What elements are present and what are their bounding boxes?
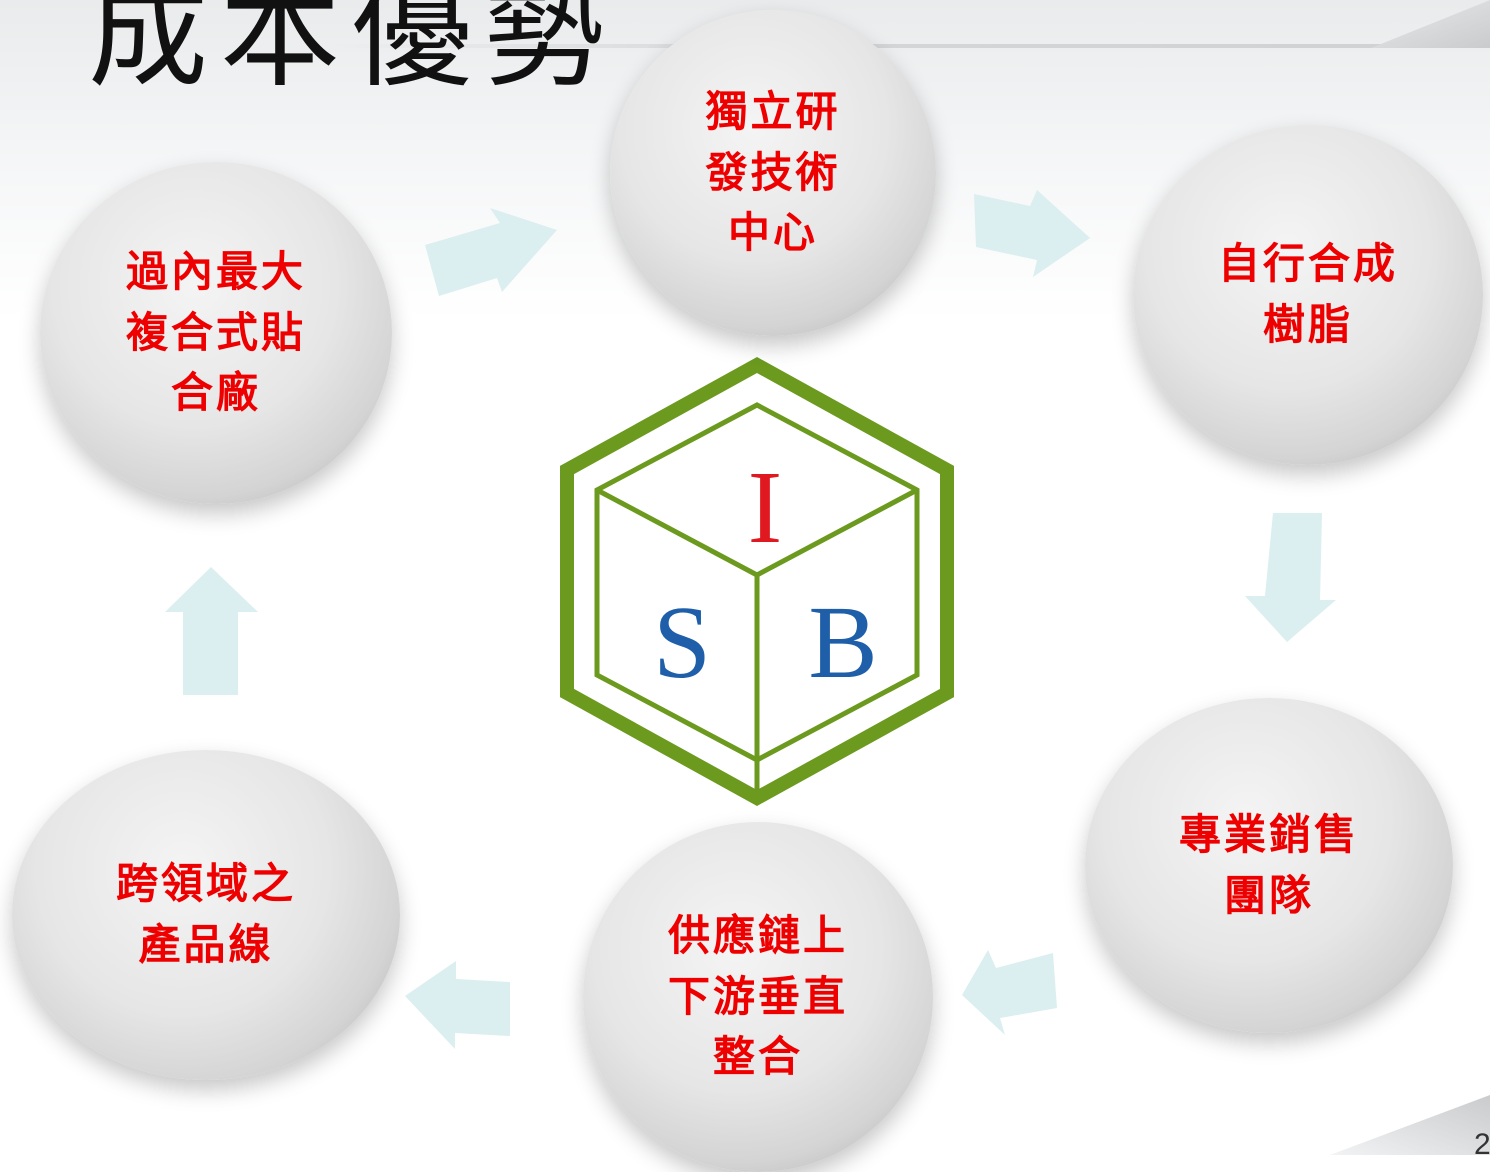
node-rnd-line: 中心 bbox=[727, 208, 818, 258]
node-resin-label: 自行合成 樹脂 bbox=[1218, 234, 1398, 356]
logo-outer-hexagon bbox=[560, 357, 954, 806]
node-supply-chain-line: 供應鏈上 bbox=[667, 910, 848, 960]
node-laminate-plant-line: 複合式貼 bbox=[125, 307, 306, 357]
arrow-sales-to-supply bbox=[962, 950, 1057, 1035]
node-sales: 專業銷售 團隊 bbox=[1085, 698, 1453, 1033]
node-sales-line: 專業銷售 bbox=[1178, 809, 1359, 859]
node-sales-line: 團隊 bbox=[1223, 870, 1314, 920]
arrow-rnd-to-resin bbox=[974, 190, 1090, 277]
node-laminate-plant-label: 過內最大 複合式貼 合廠 bbox=[126, 242, 306, 425]
node-laminate-plant-line: 合廠 bbox=[170, 368, 261, 418]
logo-letter-s: S bbox=[653, 585, 711, 700]
arrow-supply-to-products bbox=[405, 961, 510, 1049]
node-laminate-plant-line: 過內最大 bbox=[125, 246, 306, 296]
node-rnd-line: 發技術 bbox=[705, 147, 841, 197]
arrow-resin-to-sales bbox=[1245, 513, 1336, 642]
arrow-laminate-to-rnd bbox=[425, 208, 557, 296]
node-resin: 自行合成 樹脂 bbox=[1133, 125, 1483, 465]
node-supply-chain-line: 下游垂直 bbox=[667, 971, 848, 1021]
arrow-products-to-laminate bbox=[165, 567, 258, 695]
page-number: 2 bbox=[1474, 1128, 1490, 1161]
node-supply-chain-line: 整合 bbox=[712, 1032, 803, 1082]
node-rnd-label: 獨立研 發技術 中心 bbox=[705, 82, 840, 265]
slide-title: 成本優勢 bbox=[88, 0, 616, 104]
node-resin-line: 樹脂 bbox=[1262, 300, 1353, 349]
node-supply-chain-label: 供應鏈上 下游垂直 整合 bbox=[668, 906, 848, 1089]
node-rnd-line: 獨立研 bbox=[705, 86, 841, 136]
node-rnd-center: 獨立研 發技術 中心 bbox=[610, 10, 936, 336]
node-resin-line: 自行合成 bbox=[1217, 239, 1398, 289]
node-product-lines: 跨領域之 產品線 bbox=[12, 750, 400, 1080]
header-divider bbox=[330, 44, 1490, 48]
logo-letter-i: I bbox=[748, 450, 783, 565]
node-sales-label: 專業銷售 團隊 bbox=[1179, 805, 1359, 927]
node-product-lines-label: 跨領域之 產品線 bbox=[116, 854, 296, 976]
logo-letter-b: B bbox=[808, 585, 877, 700]
node-product-lines-line: 產品線 bbox=[138, 920, 274, 969]
node-product-lines-line: 跨領域之 bbox=[115, 859, 296, 909]
node-laminate-plant: 過內最大 複合式貼 合廠 bbox=[40, 162, 392, 504]
node-supply-chain: 供應鏈上 下游垂直 整合 bbox=[583, 822, 933, 1172]
